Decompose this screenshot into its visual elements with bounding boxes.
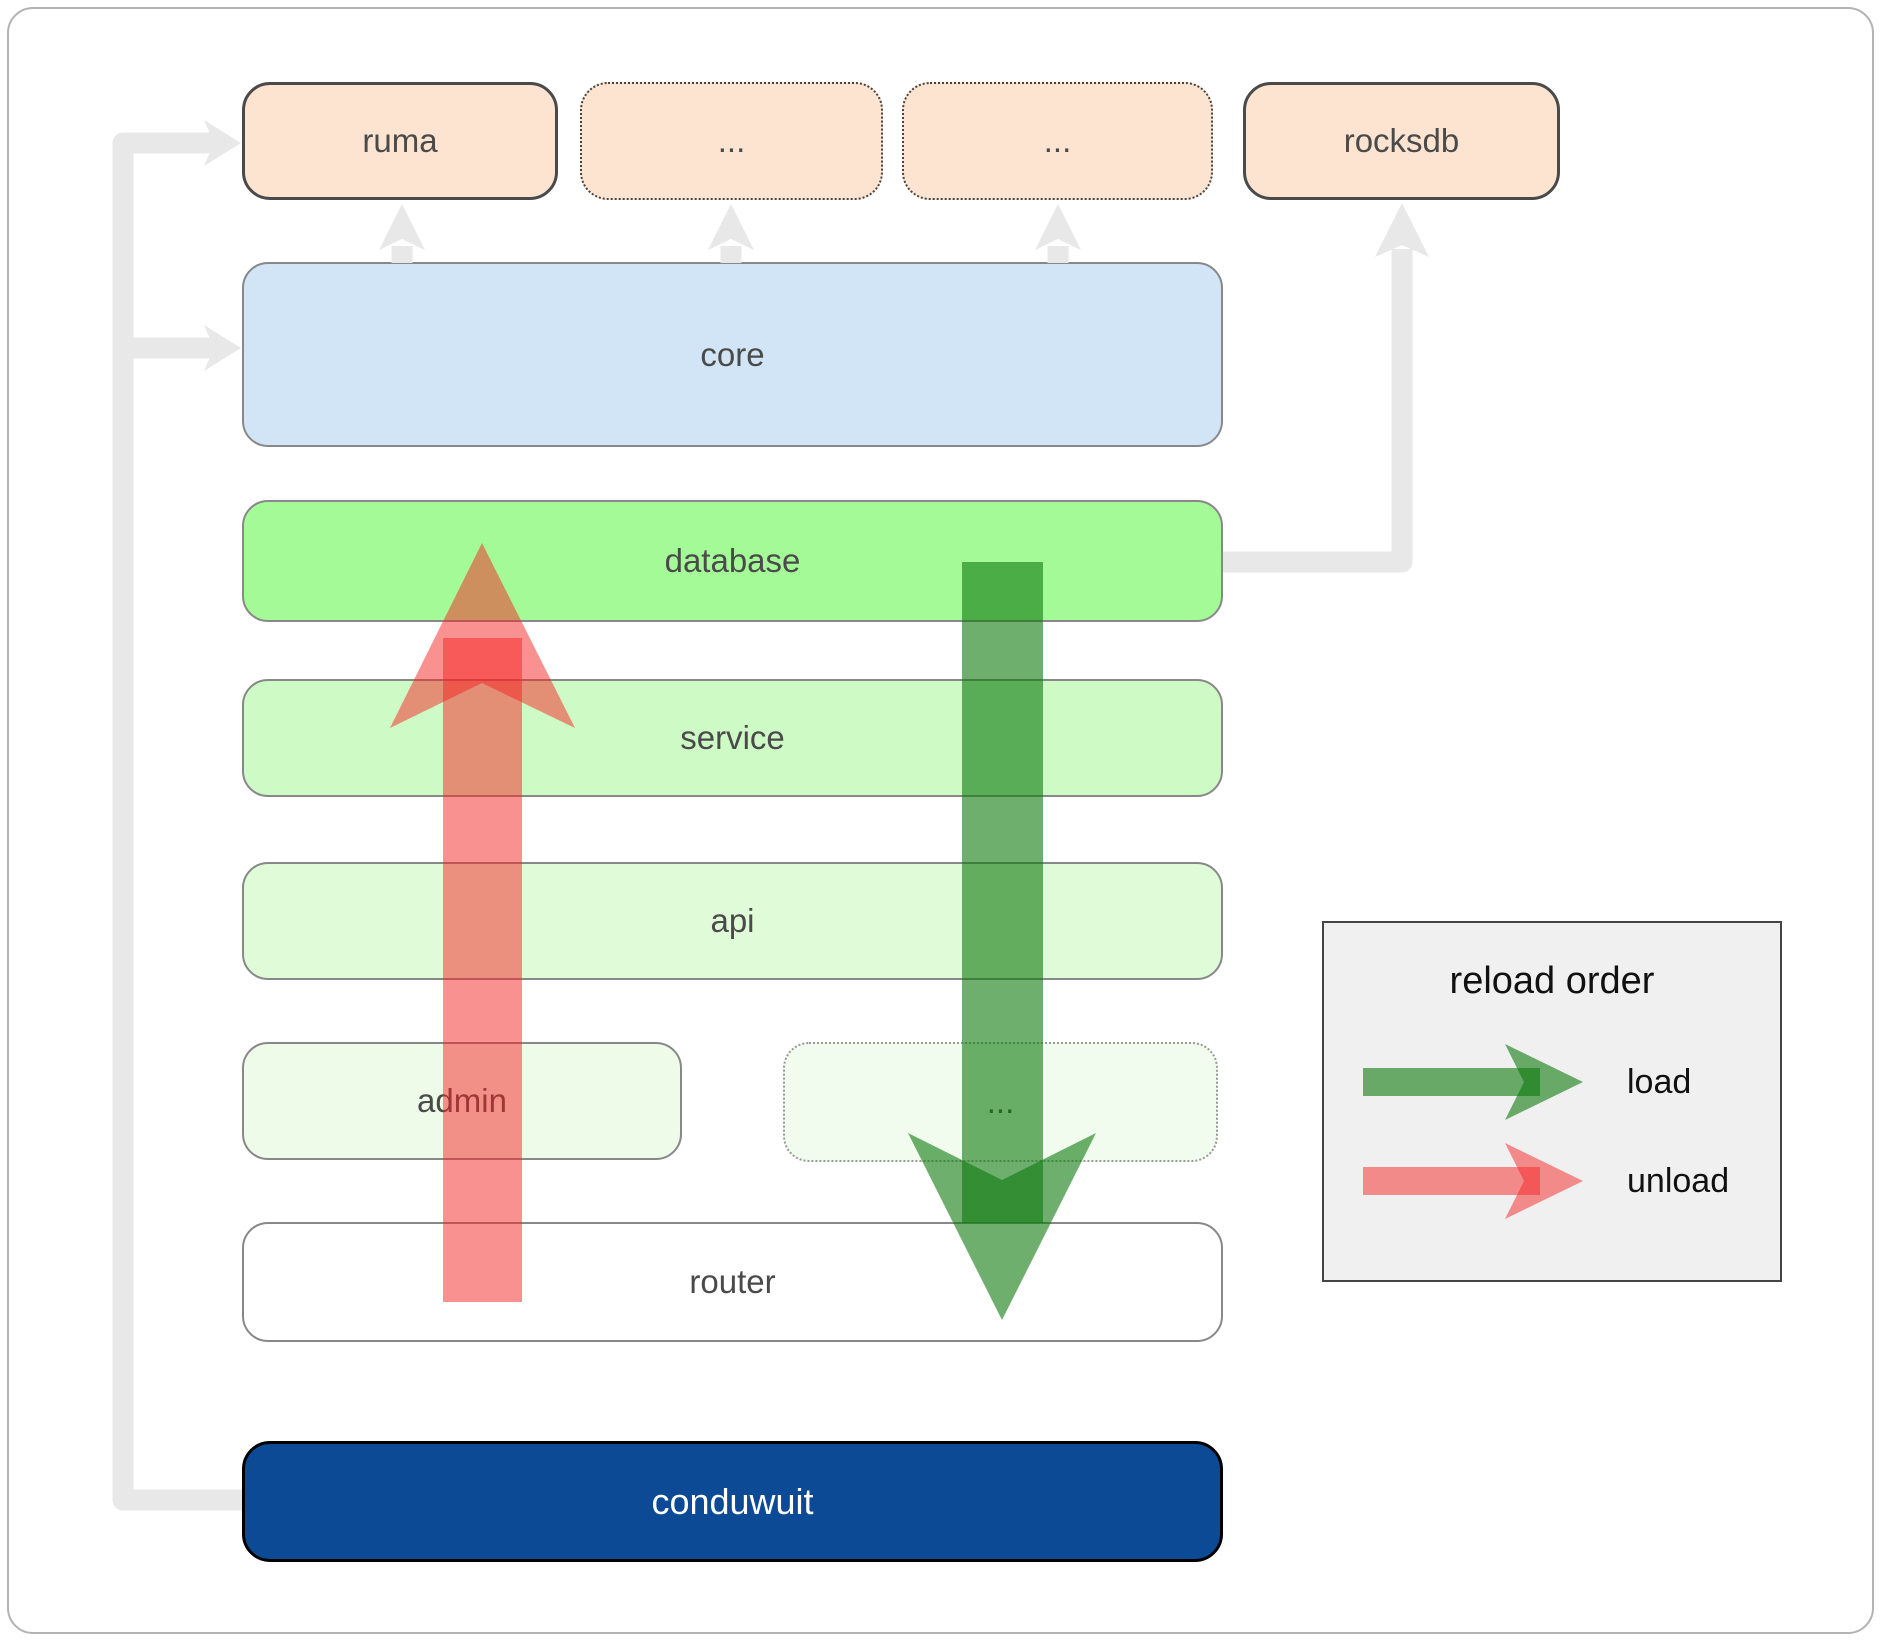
node-extra-crate-1-label: ... xyxy=(717,122,746,159)
legend-title: reload order xyxy=(1449,960,1655,1002)
node-core-label: core xyxy=(700,335,765,373)
node-api-label: api xyxy=(710,902,755,939)
node-rocksdb: rocksdb xyxy=(1243,82,1560,200)
node-conduwuit: conduwuit xyxy=(242,1441,1223,1562)
diagram-frame xyxy=(7,7,1874,1634)
node-ruma-label: ruma xyxy=(362,122,438,159)
node-api: api xyxy=(242,862,1223,980)
node-database: database xyxy=(242,500,1223,622)
node-extra-crate-2: ... xyxy=(902,82,1213,200)
node-router: router xyxy=(242,1222,1223,1342)
node-service-label: service xyxy=(680,719,785,756)
node-router-label: router xyxy=(689,1263,776,1300)
node-service: service xyxy=(242,679,1223,797)
node-extra-service: ... xyxy=(783,1042,1218,1162)
node-admin-label: admin xyxy=(417,1082,507,1119)
node-extra-crate-1: ... xyxy=(580,82,883,200)
node-database-label: database xyxy=(664,542,801,579)
node-core: core xyxy=(242,262,1223,447)
legend-load-label: load xyxy=(1627,1063,1692,1101)
node-admin: admin xyxy=(242,1042,682,1160)
node-conduwuit-label: conduwuit xyxy=(651,1480,814,1522)
node-ruma: ruma xyxy=(242,82,558,200)
node-extra-service-label: ... xyxy=(986,1083,1015,1120)
node-rocksdb-label: rocksdb xyxy=(1343,122,1460,159)
legend-unload-label: unload xyxy=(1627,1162,1730,1200)
node-extra-crate-2-label: ... xyxy=(1043,122,1072,159)
